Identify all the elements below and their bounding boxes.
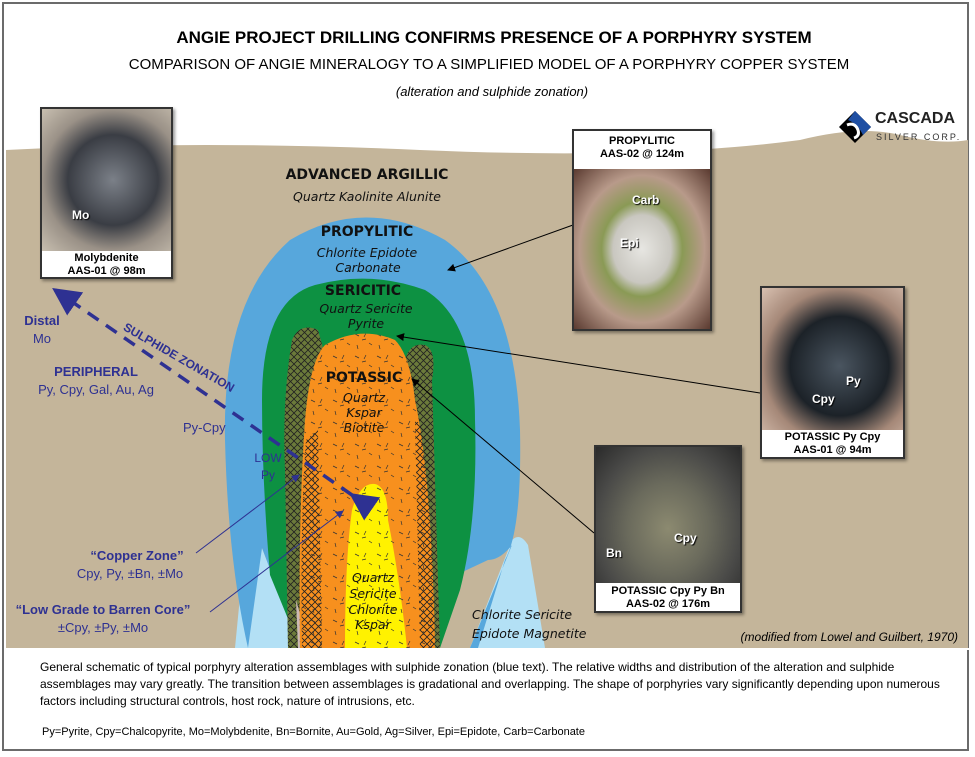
sericitic-label: SERICITIC — [324, 283, 402, 299]
py-cpy-label: Py-Cpy — [183, 420, 226, 435]
low-label: LOW — [254, 451, 282, 465]
bn-label: Bn — [606, 546, 622, 560]
propylitic-minerals-2: Carbonate — [335, 260, 401, 275]
core-mineral: Quartz — [351, 570, 395, 585]
low-py-label: Py — [260, 468, 276, 482]
barren-core-pointer — [209, 510, 344, 613]
potassic-mineral: Biotite — [343, 420, 385, 435]
cpy-label: Cpy — [674, 531, 697, 545]
logo-tagline: SILVER CORP. — [876, 132, 962, 142]
potassic-py-cpy-caption: POTASSIC Py Cpy — [784, 431, 881, 443]
source-note: (modified from Lowel and Guilbert, 1970) — [740, 630, 958, 644]
cascada-logo-mark — [839, 111, 871, 143]
potassic-py-cpy-hole: AAS-01 @ 94m — [793, 444, 872, 456]
potassic-label: POTASSIC — [325, 370, 403, 386]
sericitic-minerals-2: Pyrite — [347, 316, 385, 331]
potassic-py-cpy-photo: Py Cpy POTASSIC Py Cpy AAS-01 @ 94m — [760, 286, 905, 459]
copper-zone-label: “Copper Zone” — [90, 548, 184, 563]
distal-minerals: Mo — [32, 331, 52, 346]
propylitic-photo-pointer — [447, 224, 574, 272]
barren-core-label: “Low Grade to Barren Core” — [15, 602, 191, 617]
molybdenite-hole: AAS-01 @ 98m — [67, 265, 146, 277]
core-mineral: Sericite — [349, 586, 397, 601]
sericitic-minerals-1: Quartz Sericite — [319, 301, 413, 316]
outer-zone — [235, 536, 545, 648]
propylitic-minerals-1: Chlorite Epidote — [316, 245, 418, 260]
epi-label: Epi — [620, 236, 639, 250]
peripheral-minerals: Py, Cpy, Gal, Au, Ag — [38, 382, 154, 397]
propylitic-photo: PROPYLITIC AAS-02 @ 124m Carb Epi — [572, 129, 712, 331]
propylitic-caption: PROPYLITIC — [608, 135, 675, 147]
propylitic-hole: AAS-02 @ 124m — [599, 148, 685, 160]
potassic-cpy-py-bn-caption: POTASSIC Cpy Py Bn — [611, 585, 725, 597]
subtitle: COMPARISON OF ANGIE MINERALOGY TO A SIMP… — [128, 56, 850, 73]
sulphide-zonation-arrow — [52, 288, 381, 521]
barren-core-minerals: ±Cpy, ±Py, ±Mo — [57, 620, 149, 635]
potassic-cpy-py-bn-hole: AAS-02 @ 176m — [625, 598, 711, 610]
propylitic-label: PROPYLITIC — [320, 224, 414, 240]
copper-zone-minerals: Cpy, Py, ±Bn, ±Mo — [76, 566, 184, 581]
distal-label: Distal — [24, 313, 60, 328]
cpy-label: Cpy — [812, 392, 835, 406]
peripheral-label: PERIPHERAL — [54, 364, 138, 379]
carb-label: Carb — [632, 193, 660, 207]
molybdenite-photo: Mo Molybdenite AAS-01 @ 98m — [40, 107, 173, 279]
cascada-logo: CASCADA SILVER CORP. — [838, 108, 963, 146]
advanced-argillic-minerals: Quartz Kaolinite Alunite — [293, 189, 441, 204]
outer-minerals-2: Epidote Magnetite — [472, 626, 587, 641]
potassic1-photo-pointer — [396, 333, 761, 394]
main-title: ANGIE PROJECT DRILLING CONFIRMS PRESENCE… — [176, 28, 812, 47]
potassic-mineral: Kspar — [346, 405, 382, 420]
potassic-mineral: Quartz — [342, 390, 386, 405]
advanced-argillic-label: ADVANCED ARGILLIC — [285, 167, 449, 183]
outer-minerals-1: Chlorite Sericite — [472, 607, 573, 622]
molybdenite-caption: Molybdenite — [74, 252, 139, 264]
core-mineral: Kspar — [355, 617, 391, 632]
subtitle-note: (alteration and sulphide zonation) — [395, 84, 589, 99]
mo-label: Mo — [72, 208, 90, 222]
abbreviation-legend: Py=Pyrite, Cpy=Chalcopyrite, Mo=Molybden… — [42, 726, 585, 738]
figure-caption: General schematic of typical porphyry al… — [40, 660, 940, 708]
copper-zone-pointer — [195, 474, 300, 554]
logo-name: CASCADA — [875, 110, 955, 127]
py-label: Py — [846, 374, 861, 388]
potassic2-photo-pointer — [411, 378, 595, 534]
core-mineral: Chlorite — [348, 602, 398, 617]
potassic-cpy-py-bn-photo: Cpy Bn POTASSIC Cpy Py Bn AAS-02 @ 176m — [594, 445, 742, 613]
